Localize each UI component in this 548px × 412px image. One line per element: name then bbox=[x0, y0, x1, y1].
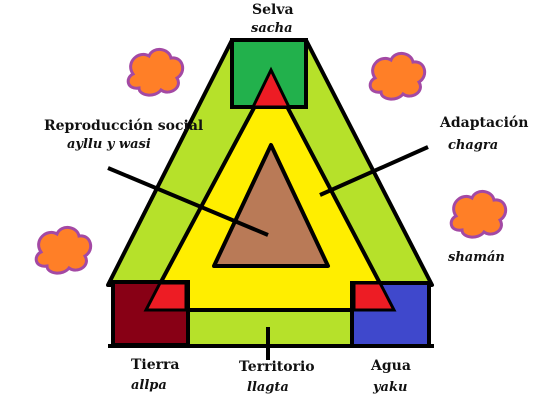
tierra-kichwa: allpa bbox=[131, 378, 167, 393]
inner-triangle bbox=[212, 143, 330, 268]
territorio-kichwa: llagta bbox=[247, 380, 289, 395]
selva-kichwa: sacha bbox=[251, 21, 293, 36]
agua-kichwa: yaku bbox=[373, 380, 408, 395]
shaman-kichwa: shamán bbox=[448, 250, 505, 265]
selva-label: Selva bbox=[252, 2, 294, 18]
agua-red-corner bbox=[352, 281, 397, 312]
reproduccion-kichwa: ayllu y wasi bbox=[67, 137, 151, 152]
reproduccion-label: Reproducción social bbox=[44, 118, 204, 134]
cloud-icon bbox=[34, 226, 93, 275]
adaptacion-kichwa: chagra bbox=[448, 138, 499, 153]
tierra-label: Tierra bbox=[131, 357, 180, 373]
cloud-icon bbox=[126, 48, 185, 97]
cloud-icon bbox=[368, 52, 427, 101]
adaptacion-pointer bbox=[319, 145, 429, 197]
cloud-icon bbox=[449, 190, 508, 239]
reproduccion-pointer bbox=[107, 166, 269, 237]
tierra-red-corner bbox=[143, 281, 188, 312]
agua-label: Agua bbox=[371, 358, 411, 374]
selva-red-corner bbox=[250, 66, 292, 109]
territorio-label: Territorio bbox=[239, 359, 315, 375]
adaptacion-label: Adaptación bbox=[440, 115, 529, 131]
